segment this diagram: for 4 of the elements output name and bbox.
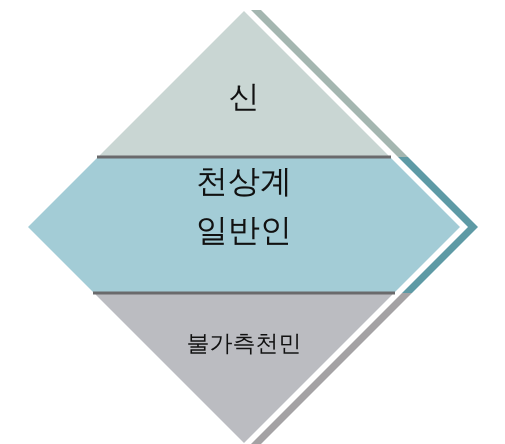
tier-label: 불가측천민 [186, 330, 302, 358]
tier-label: 일반인 [195, 211, 293, 249]
tier-label: 천상계 [195, 162, 293, 200]
tier-label: 신 [228, 78, 260, 116]
